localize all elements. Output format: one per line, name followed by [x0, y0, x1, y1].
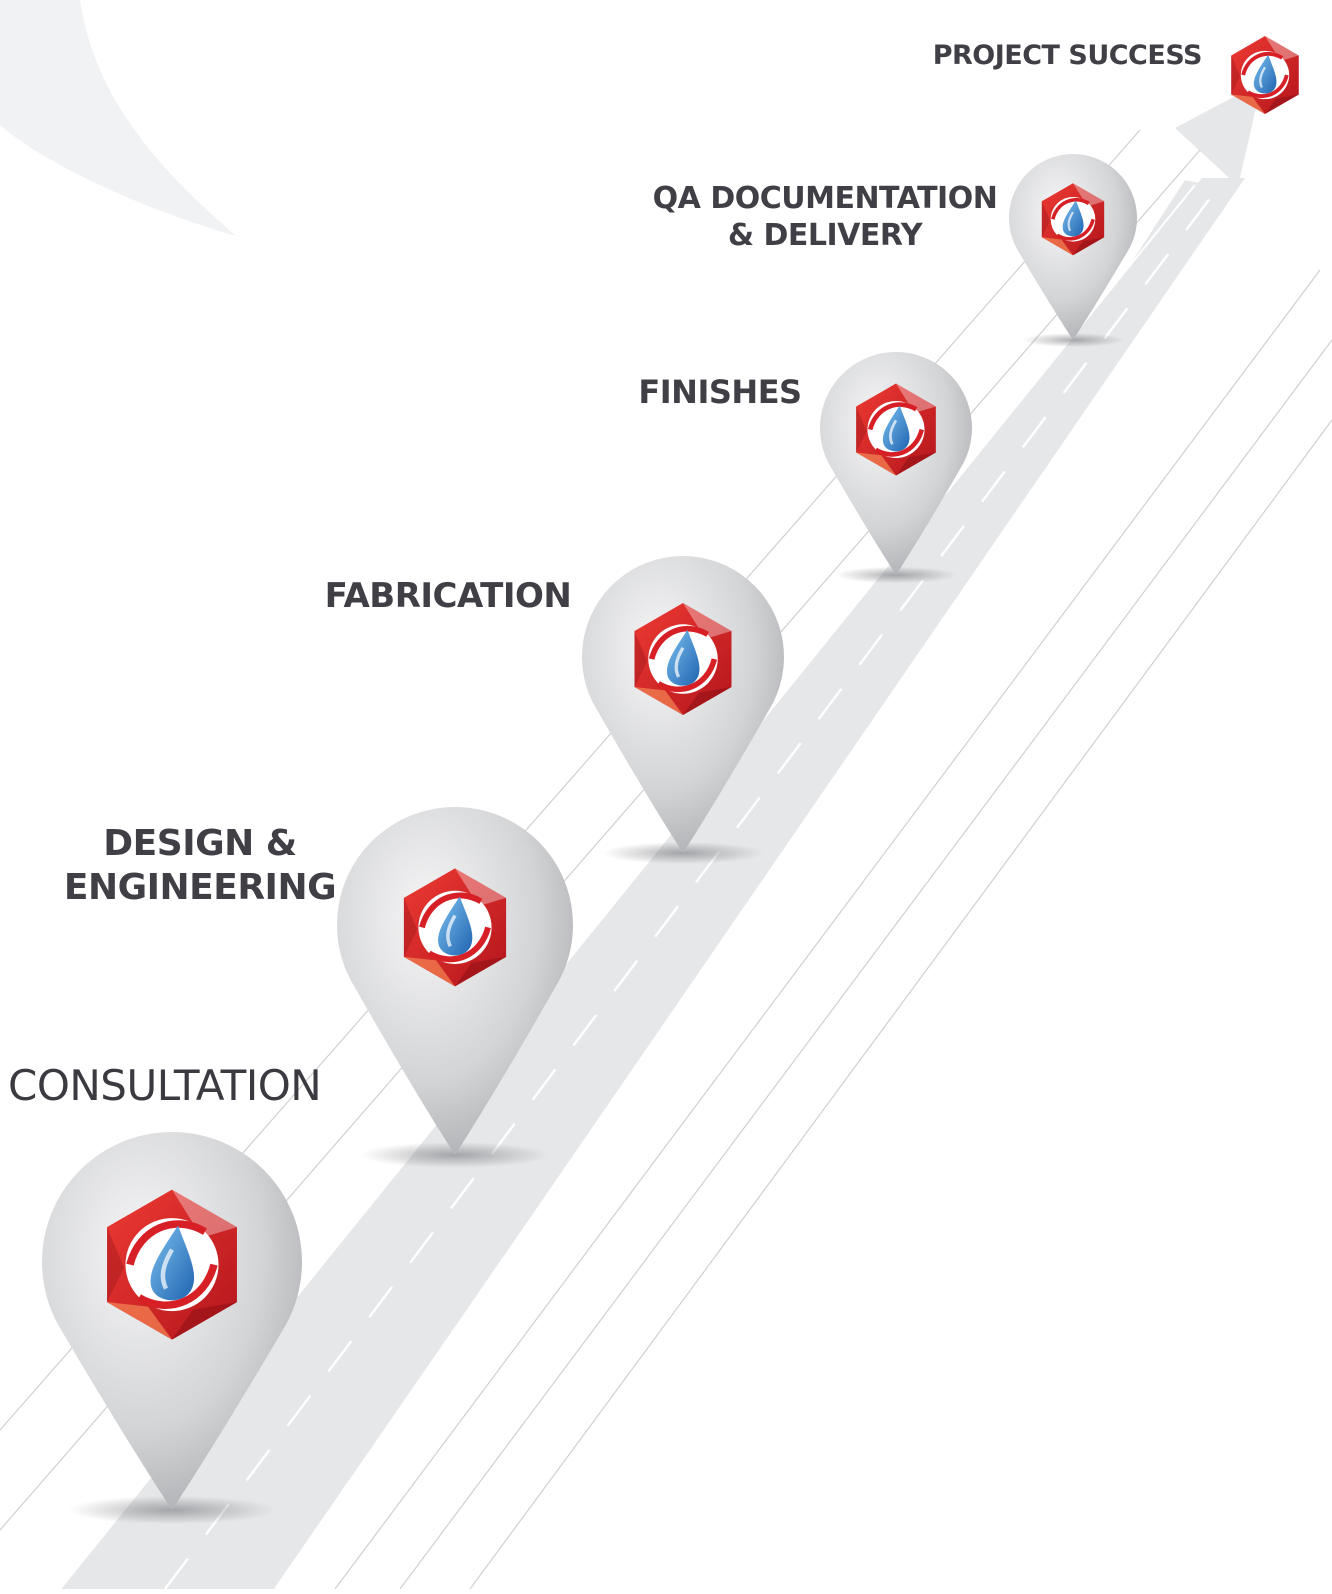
- map-pin-icon: [1009, 153, 1137, 348]
- map-pin-icon: [337, 807, 574, 1168]
- step-label-line: ENGINEERING: [63, 866, 337, 908]
- step-label-consultation: CONSULTATION: [8, 1060, 328, 1111]
- step-label-qa-documentation: QA DOCUMENTATION & DELIVERY: [650, 181, 1000, 254]
- road-center-dashes: [164, 184, 1221, 1590]
- step-label-design-engineering: DESIGN & ENGINEERING: [50, 822, 350, 910]
- step-pins: [42, 153, 1137, 1525]
- step-label-fabrication: FABRICATION: [300, 576, 596, 617]
- step-label-line: DESIGN &: [103, 823, 297, 864]
- step-label-line: FABRICATION: [324, 576, 572, 616]
- map-pin-icon: [42, 1132, 303, 1525]
- step-label-line: & DELIVERY: [727, 217, 923, 253]
- step-label-line: FINISHES: [638, 373, 802, 411]
- step-label-line: QA DOCUMENTATION: [652, 181, 998, 216]
- road-arrow-head: [1175, 82, 1262, 186]
- step-label-finishes: FINISHES: [600, 373, 840, 412]
- step-label-project-success: PROJECT SUCCESS: [906, 40, 1203, 73]
- map-pin-icon: [582, 555, 784, 865]
- map-pin-icon: [820, 352, 972, 584]
- road-main: [60, 178, 1245, 1589]
- background-swoosh-inner: [80, 0, 168, 78]
- background-swoosh: [0, 0, 236, 236]
- step-label-line: PROJECT SUCCESS: [932, 40, 1203, 71]
- step-label-line: CONSULTATION: [8, 1061, 322, 1110]
